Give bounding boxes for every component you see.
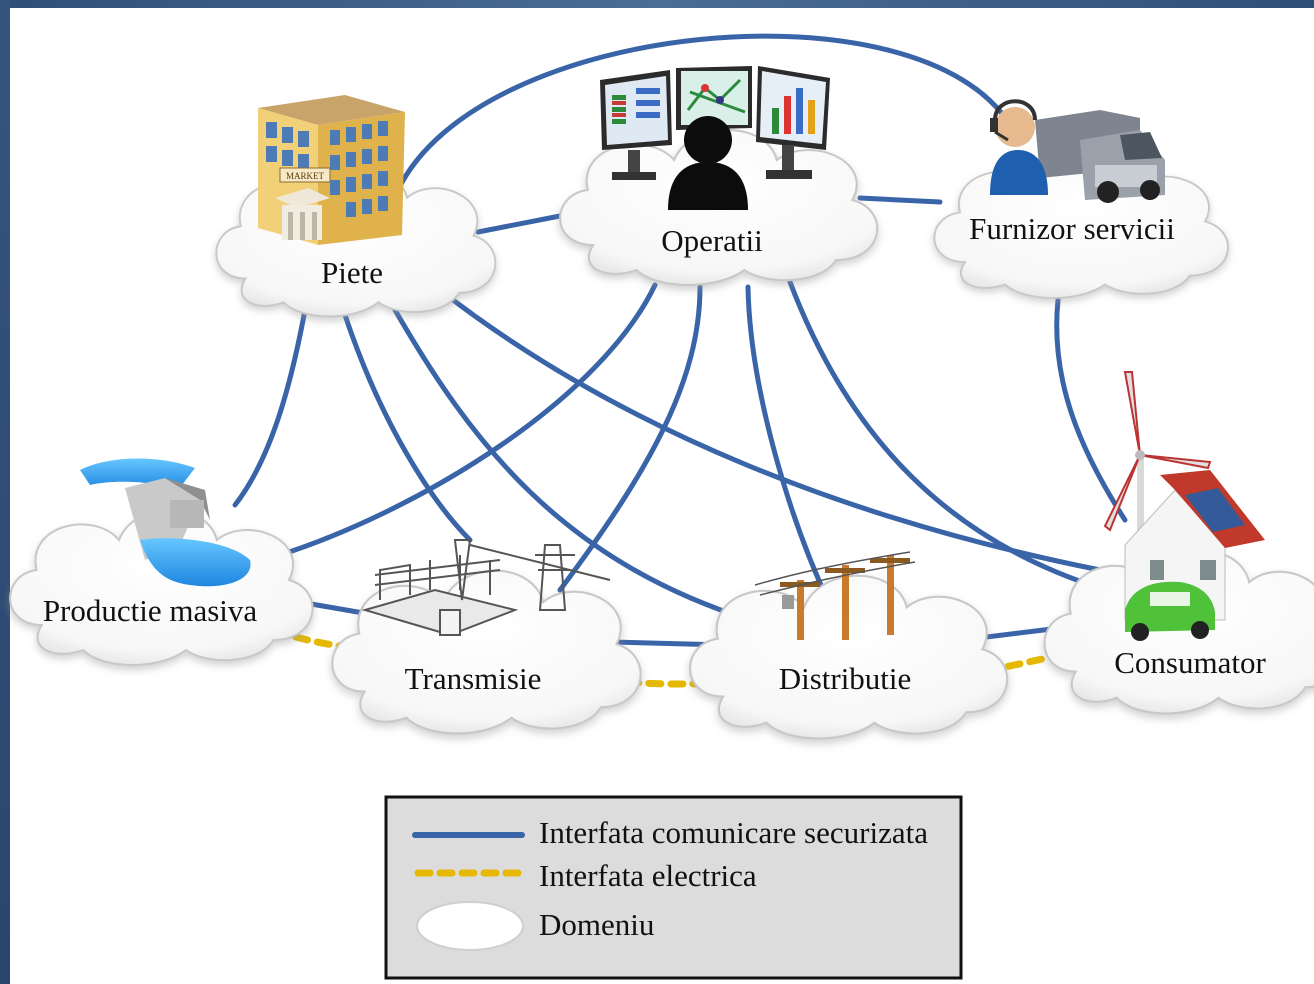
domain-label-transmisie: Transmisie <box>405 661 542 696</box>
market-sign-text: MARKET <box>286 171 325 181</box>
domain-operatii: Operatii <box>559 66 879 287</box>
service-provider-icon <box>990 99 1165 203</box>
link-piete-productie <box>232 307 308 508</box>
domain-consumator: Consumator <box>1043 371 1314 715</box>
domain-productie: Productie masiva <box>9 458 314 667</box>
domain-distributie: Distributie <box>689 551 1009 740</box>
link-piete-transmisie <box>342 312 473 543</box>
link-piete-distributie <box>392 307 753 623</box>
window-frame-left <box>0 0 10 984</box>
utility-pole-icon <box>754 551 916 640</box>
link-furnizor-consumator <box>1054 297 1128 523</box>
legend-electrical-label: Interfata electrica <box>539 858 757 893</box>
link-operatii-transmisie <box>557 284 703 593</box>
link-piete-furnizor <box>395 33 1013 193</box>
communication-links <box>232 33 1128 648</box>
domain-label-operatii: Operatii <box>661 223 763 258</box>
substation-icon <box>361 539 611 637</box>
domain-label-piete: Piete <box>321 255 383 290</box>
hydro-dam-icon <box>80 458 251 587</box>
domain-label-productie: Productie masiva <box>43 593 258 628</box>
link-piete-operatii <box>475 212 568 235</box>
house-wind-car-icon <box>1103 371 1265 641</box>
domain-label-distributie: Distributie <box>779 661 912 696</box>
operator-workstation-icon <box>600 66 830 210</box>
domain-label-consumator: Consumator <box>1114 645 1266 680</box>
window-frame-top <box>0 0 1314 8</box>
link-operatii-productie <box>277 282 658 558</box>
legend: Interfata comunicare securizata Interfat… <box>384 795 963 980</box>
market-building-icon: MARKET <box>258 95 405 245</box>
link-operatii-consumator <box>787 279 1103 591</box>
domain-furnizor: Furnizor servicii <box>933 99 1229 299</box>
legend-domain-swatch <box>416 901 524 951</box>
link-operatii-furnizor <box>857 195 943 205</box>
domain-piete: MARKET Piete <box>215 95 497 318</box>
link-piete-consumator <box>437 287 1103 573</box>
domain-transmisie: Transmisie <box>331 539 642 735</box>
legend-domain-label: Domeniu <box>539 907 654 942</box>
legend-communication-label: Interfata comunicare securizata <box>539 815 928 850</box>
domain-label-furnizor: Furnizor servicii <box>969 211 1175 246</box>
link-operatii-distributie <box>745 284 833 608</box>
